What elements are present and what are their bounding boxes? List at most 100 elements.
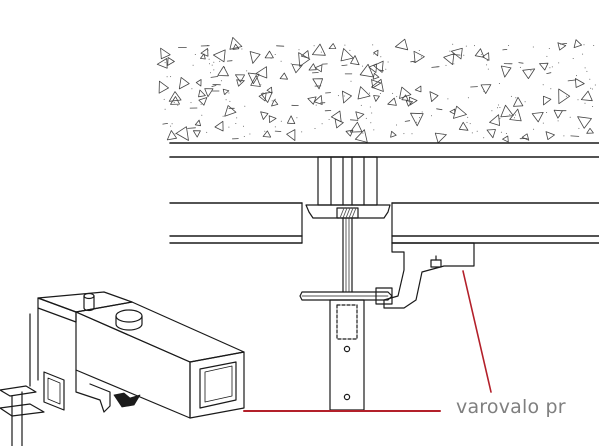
aggregate-grain [362, 65, 364, 67]
adjusting-nut [299, 287, 393, 305]
aggregate-grain [465, 45, 467, 47]
aggregate-grain [371, 79, 373, 80]
square-tube-top [75, 301, 245, 363]
hatched-section [339, 207, 357, 219]
aggregate-grain [530, 70, 532, 72]
aggregate-stone [359, 63, 374, 78]
aggregate-dash [162, 123, 169, 125]
aggregate-grain [290, 63, 292, 65]
aggregate-stone [260, 91, 273, 103]
aggregate-stone [224, 105, 237, 117]
aggregate-dash [187, 127, 196, 129]
aggregate-grain [452, 43, 454, 45]
aggregate-grain [349, 49, 351, 51]
callout-leaders [243, 270, 492, 412]
aggregate-stone [368, 63, 378, 73]
formwork-panel [169, 156, 599, 244]
aggregate-stone [250, 75, 261, 87]
aggregate-grain [173, 102, 175, 103]
aggregate-stone [349, 121, 363, 133]
head-plate-center [336, 207, 359, 219]
aggregate-stone [410, 112, 424, 127]
aggregate-grain [463, 54, 465, 56]
aggregate-grain [194, 54, 196, 55]
aggregate-stone [341, 90, 352, 104]
aggregate-grain [164, 108, 166, 110]
aggregate-stone [175, 126, 189, 141]
frame-clip-inner [47, 377, 61, 405]
aggregate-grain [166, 76, 168, 78]
aggregate-grain [269, 115, 271, 117]
aggregate-dash [502, 49, 508, 51]
concrete-aggregate-texture [156, 37, 596, 144]
aggregate-grain [211, 64, 213, 66]
callout-label: varovalo pr [456, 396, 566, 418]
aggregate-stone [553, 109, 563, 119]
aggregate-grain [164, 62, 166, 64]
prop-tube-hole-lower [343, 393, 351, 401]
bracket-body [383, 242, 475, 309]
aggregate-grain [224, 93, 226, 95]
aggregate-stone [279, 72, 289, 80]
aggregate-grain [170, 76, 172, 78]
aggregate-grain [403, 133, 405, 135]
aggregate-grain [370, 122, 372, 124]
aggregate-stone [271, 99, 279, 107]
aggregate-stone [575, 78, 585, 88]
aggregate-grain [466, 121, 468, 123]
aggregate-stone [156, 58, 168, 69]
prop-tube [329, 299, 365, 411]
aggregate-grain [315, 104, 317, 106]
aggregate-grain [413, 61, 415, 63]
aggregate-stone [573, 39, 582, 48]
aggregate-grain [262, 92, 264, 94]
aggregate-stone [234, 74, 246, 83]
tube-clamp-assembly [0, 291, 245, 446]
aggregate-stone [236, 79, 245, 87]
aggregate-grain [314, 128, 316, 129]
aggregate-stone [474, 48, 485, 58]
aggregate-grain [546, 101, 548, 103]
aggregate-stone [480, 84, 492, 94]
aggregate-stone [264, 50, 274, 59]
aggregate-stone [394, 38, 409, 51]
aggregate-dash [436, 108, 443, 111]
aggregate-grain [577, 99, 579, 101]
aggregate-grain [453, 63, 455, 65]
aggregate-stone [266, 86, 273, 94]
aggregate-grain [483, 90, 485, 92]
aggregate-stone [458, 121, 469, 131]
prop-spindle [342, 217, 353, 293]
aggregate-grain [192, 64, 194, 66]
aggregate-grain [442, 133, 444, 135]
aggregate-stone [328, 43, 337, 49]
nut-plate [299, 291, 393, 301]
aggregate-grain [569, 116, 571, 118]
aggregate-stone [249, 51, 261, 64]
aggregate-grain [546, 112, 548, 113]
aggregate-stone [222, 88, 230, 95]
aggregate-grain [209, 63, 210, 65]
prop-tube-slot [336, 304, 358, 340]
aggregate-stone [286, 115, 296, 124]
aggregate-grain [445, 64, 447, 66]
aggregate-grain [589, 78, 591, 80]
aggregate-stone [450, 47, 463, 60]
aggregate-stone [545, 131, 555, 141]
aggregate-dash [560, 43, 568, 45]
aggregate-grain [509, 114, 511, 116]
aggregate-stone [513, 96, 524, 107]
aggregate-grain [576, 75, 577, 77]
aggregate-stone [298, 52, 311, 67]
aggregate-grain [431, 115, 432, 117]
aggregate-grain [449, 50, 451, 52]
aggregate-dash [546, 72, 552, 74]
aggregate-stone [413, 50, 425, 63]
aggregate-stone [158, 80, 170, 94]
aggregate-grain [551, 66, 553, 68]
aggregate-stone [260, 111, 269, 120]
aggregate-grain [280, 60, 282, 62]
aggregate-grain [515, 97, 517, 99]
aggregate-grain [198, 120, 200, 122]
aggregate-grain [583, 44, 585, 46]
